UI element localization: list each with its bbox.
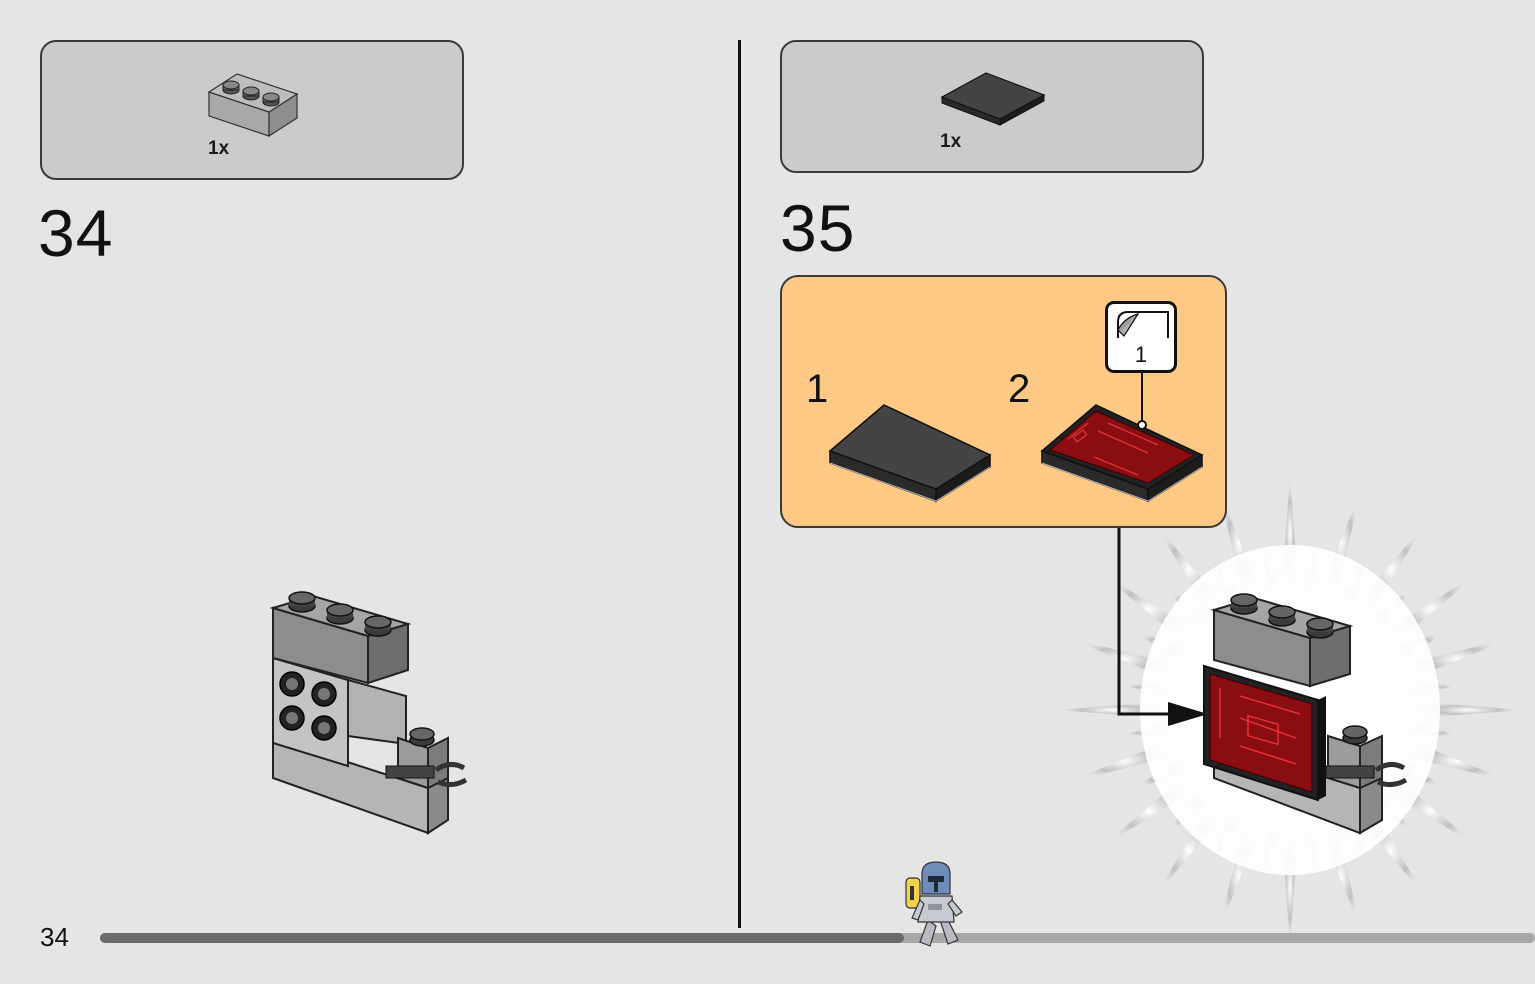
- progress-bar: [100, 933, 1535, 943]
- sticker-number: 1: [1134, 342, 1148, 367]
- brick-1x3-part-icon: [207, 73, 299, 138]
- page-divider: [738, 40, 741, 928]
- part-quantity: 1x: [208, 138, 230, 159]
- part-quantity: 1x: [940, 131, 962, 152]
- parts-list-box-step-34: 1x: [40, 40, 464, 180]
- model-assembly-step-34: [269, 591, 468, 835]
- sticker-callout: 1: [1105, 301, 1177, 373]
- black-tile-sub-step-1: [828, 404, 992, 503]
- page-number: 34: [40, 922, 69, 952]
- sticker-icon: [1117, 311, 1169, 338]
- step-number-35: 35: [780, 191, 856, 265]
- sticker-pointer-line: [1137, 373, 1147, 430]
- stickered-tile-sub-step-2: [1040, 404, 1204, 503]
- model-assembly-step-35: [1203, 593, 1408, 835]
- sub-step-number-2: 2: [1008, 367, 1031, 411]
- minifigure-icon: [905, 861, 963, 947]
- tile-2x3-part-icon: [940, 72, 1046, 126]
- arrow-icon: [1117, 528, 1208, 726]
- parts-list-box-step-35: 1x: [780, 40, 1204, 173]
- step-number-34: 34: [38, 196, 114, 270]
- sub-step-number-1: 1: [806, 367, 829, 411]
- progress-fill: [100, 933, 904, 943]
